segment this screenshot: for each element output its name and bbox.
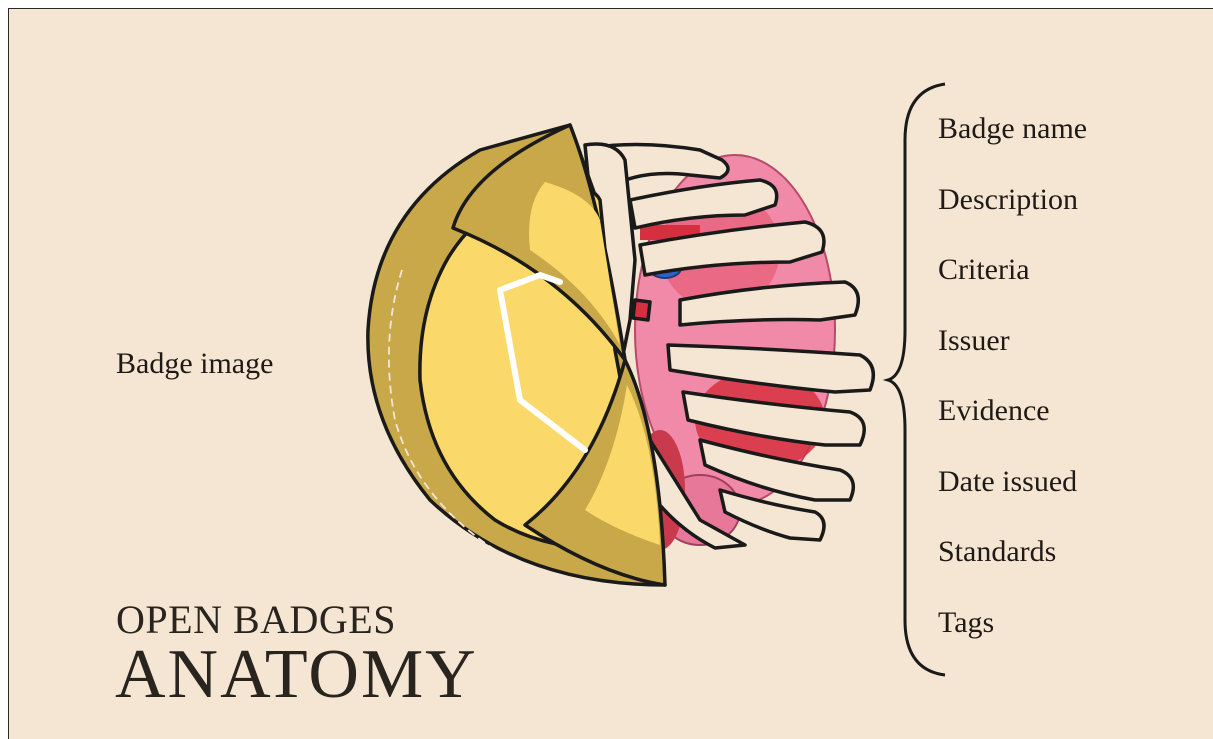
attribute-item: Evidence <box>938 396 1087 467</box>
attribute-item: Description <box>938 185 1087 256</box>
attribute-item: Date issued <box>938 467 1087 538</box>
attribute-item: Issuer <box>938 326 1087 397</box>
attribute-item: Standards <box>938 537 1087 608</box>
attribute-item: Badge name <box>938 114 1087 185</box>
title-line-2: ANATOMY <box>115 640 478 710</box>
attribute-list: Badge name Description Criteria Issuer E… <box>938 114 1087 678</box>
attribute-brace <box>888 84 945 675</box>
attribute-item: Tags <box>938 608 1087 679</box>
attribute-item: Criteria <box>938 255 1087 326</box>
badge-image-label: Badge image <box>116 349 273 379</box>
title-line-1: OPEN BADGES <box>116 600 396 640</box>
